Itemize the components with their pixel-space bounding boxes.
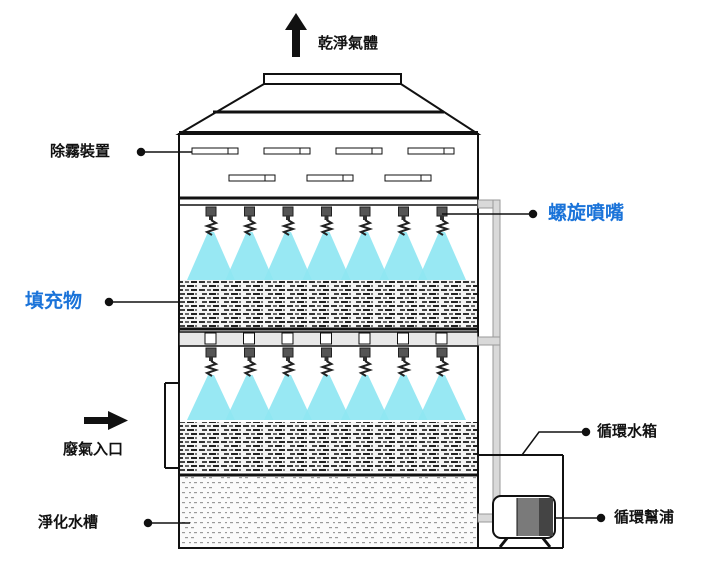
spiral-nozzle-icon [242,347,258,377]
spiral-nozzle-icon [203,206,220,236]
tower-hood [175,73,482,135]
spiral-nozzle-icon [434,206,451,236]
spray-cone [187,375,235,420]
spiral-nozzle-icon [203,347,220,377]
demister-bar [263,147,311,155]
spiral-nozzle-icon [357,347,374,377]
demister-bar [228,174,276,182]
support-block [281,332,294,345]
clean-gas-arrow-icon [285,13,307,57]
demister-bar [407,147,455,155]
demister-bar [335,147,383,155]
support-block [320,332,332,345]
spiral-nozzle-icon [396,347,412,377]
spray-cone [225,375,274,420]
upper-packing [180,280,477,328]
spiral-nozzle-icon [319,347,335,377]
support-block [435,332,448,345]
demister-bars [191,147,455,182]
spiral-nozzle-icon [357,206,374,236]
spiral-nozzles [203,206,451,377]
spiral-nozzle-icon [319,206,335,236]
demister-bar [191,147,239,155]
support-block [243,332,255,345]
spray-cone [225,232,274,280]
spray-cone [264,375,312,420]
spray-cone [379,232,428,280]
spray-cone [264,232,312,280]
purified-water-tank [180,477,477,547]
demister-bar [306,174,354,182]
circulation-pump-label: 循環幫浦 [614,508,675,526]
support-block [204,332,217,345]
spray-cone [187,232,235,280]
purified-tank-label: 淨化水槽 [38,513,99,531]
exhaust-inlet-duct [164,382,179,469]
spiral-nozzle-icon [396,206,412,236]
exhaust-inlet-arrow-icon [84,411,128,430]
spray-cone [302,375,351,420]
support-blocks [204,332,448,345]
spray-cone [379,375,428,420]
lower-packing [180,422,477,472]
support-block [358,332,371,345]
demister-label: 除霧裝置 [50,142,111,160]
spiral-nozzle-icon [434,347,451,377]
spray-cone [341,375,389,420]
leader-lines [104,147,606,528]
recirculation-pipe [477,199,501,523]
spray-cone [302,232,351,280]
spray-cone [418,375,466,420]
circulation-pump-icon [492,495,556,548]
circulation-water-tank [478,454,564,549]
spiral-nozzle-icon [242,206,258,236]
spray-cone [418,232,466,280]
spiral-nozzle-icon [280,206,297,236]
circulation-tank-label: 循環水箱 [597,422,658,440]
support-block [397,332,409,345]
spiral-nozzle-label: 螺旋噴嘴 [548,202,625,224]
spiral-nozzle-icon [280,347,297,377]
spray-cones [187,232,466,420]
clean-gas-label: 乾淨氣體 [318,34,379,52]
demister-bar [384,174,432,182]
exhaust-inlet-label: 廢氣入口 [63,440,124,458]
spray-cone [341,232,389,280]
packing-label: 填充物 [25,290,83,312]
